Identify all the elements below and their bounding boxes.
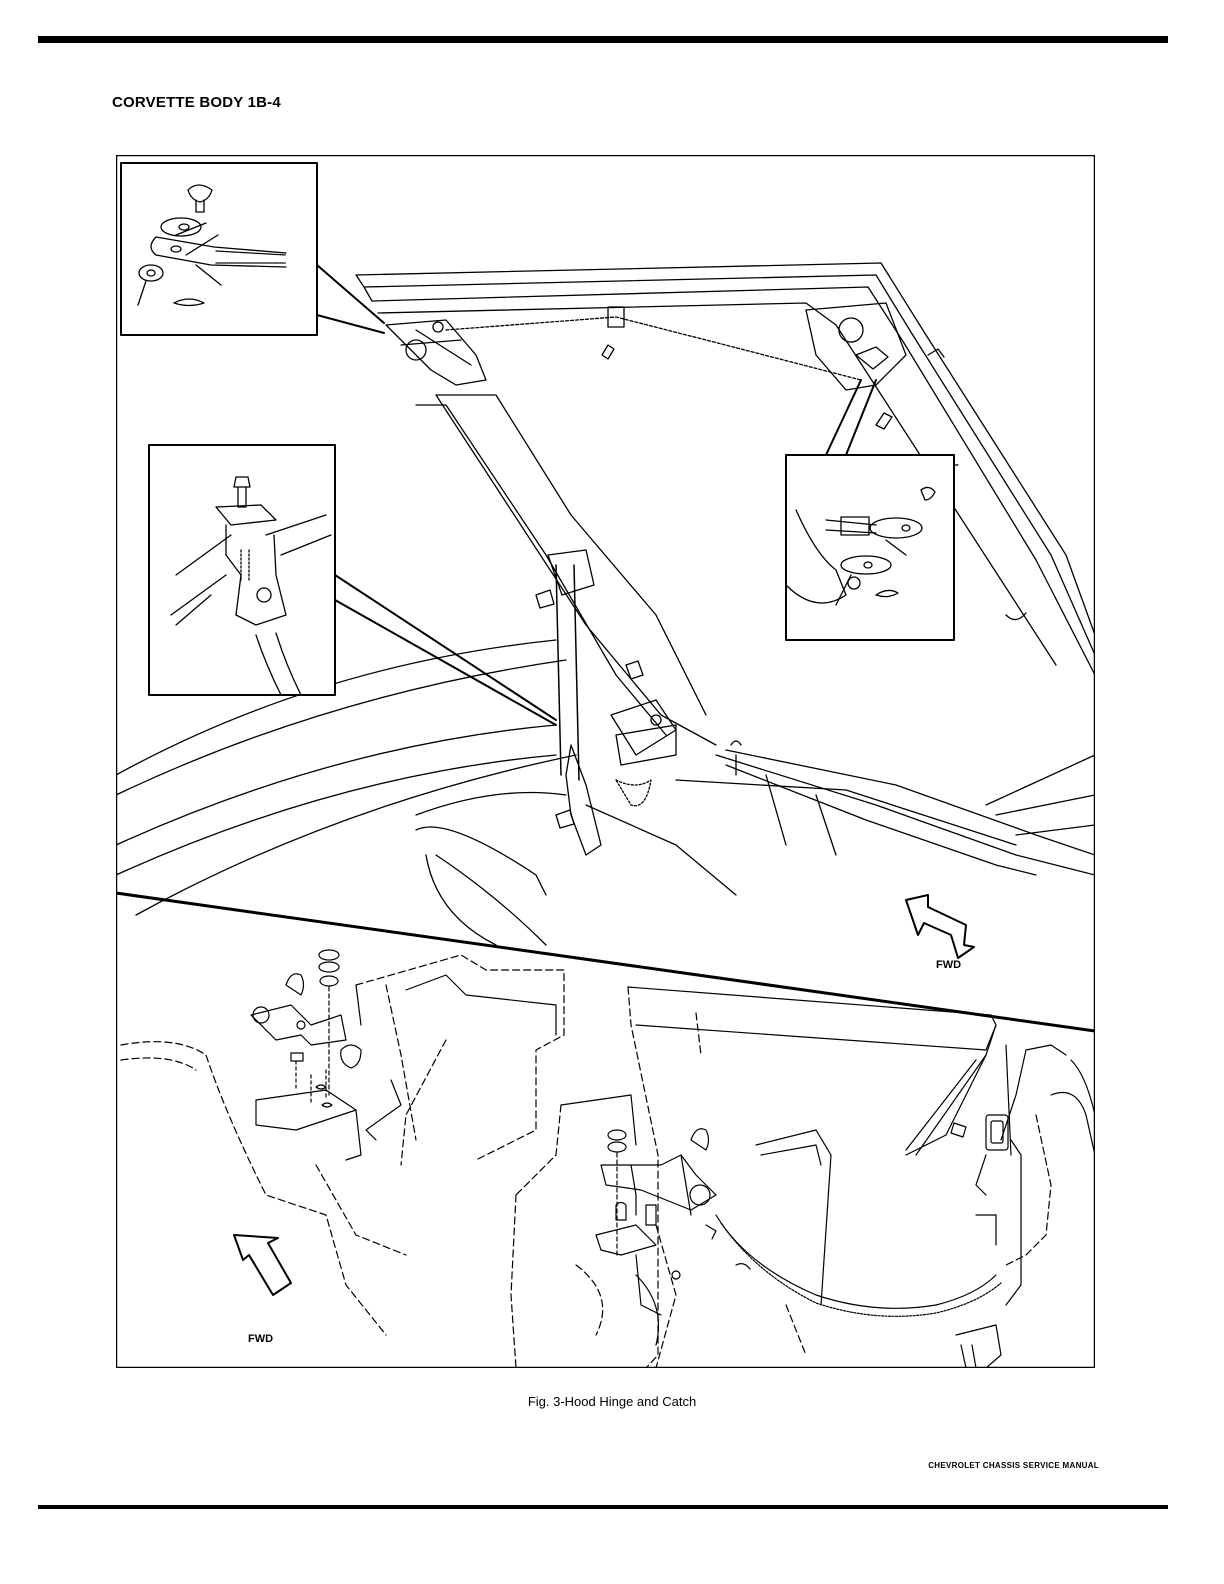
top-rule xyxy=(38,36,1168,43)
page-header: CORVETTE BODY 1B-4 xyxy=(112,94,281,111)
fwd-arrow-bottom xyxy=(233,1234,292,1296)
fwd-arrow-top xyxy=(905,894,975,959)
lower-latch-parts xyxy=(595,1128,717,1316)
inset-right-cable-detail xyxy=(785,486,936,606)
fwd-label-top: FWD xyxy=(936,959,961,971)
upper-latch-parts xyxy=(250,949,362,1161)
release-handle xyxy=(950,1114,1009,1246)
hood-latch-drawing xyxy=(120,949,1095,1368)
bottom-rule xyxy=(38,1505,1168,1509)
hood-hinge-catch-illustration: FWD FWD xyxy=(116,155,1095,1368)
inset-top-left-detail xyxy=(137,184,287,307)
figure-frame xyxy=(116,155,1095,1368)
inset-left-hinge-detail xyxy=(170,476,332,696)
manual-footer: CHEVROLET CHASSIS SERVICE MANUAL xyxy=(928,1461,1099,1470)
fwd-label-bottom: FWD xyxy=(248,1333,273,1345)
figure-caption: Fig. 3-Hood Hinge and Catch xyxy=(527,1394,697,1409)
raised-hood-drawing xyxy=(116,162,1095,959)
